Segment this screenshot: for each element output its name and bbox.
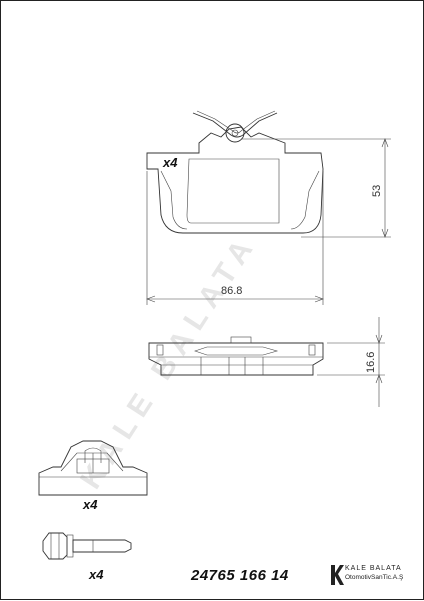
width-dimension: 86.8	[146, 171, 324, 305]
clip-outline	[38, 440, 148, 496]
friction-material	[186, 158, 280, 224]
side-view-tab-right	[308, 344, 316, 356]
thickness-dimension: 16.6	[317, 317, 385, 407]
spring-clip	[192, 112, 278, 138]
watermark-text: KALE BALATA	[74, 228, 263, 495]
anti-rattle-clip: x4	[38, 440, 148, 512]
bolt-shank	[72, 539, 132, 553]
pad-edge-left	[160, 170, 188, 230]
part-number: 24765 166 14	[191, 567, 289, 584]
center-pin	[225, 123, 245, 143]
pad-edge-right	[290, 170, 320, 230]
thickness-dimension-label: 16.6	[365, 352, 377, 373]
bolt-head	[42, 532, 68, 560]
height-dimension: 53	[241, 138, 391, 238]
bolt-flange	[66, 534, 74, 558]
side-view-pin	[230, 336, 252, 344]
height-dimension-label: 53	[371, 185, 383, 197]
brand-name: KALE BALATA	[345, 565, 402, 572]
brand-block: KALE BALATA OtomotivSanTic.A.Ş	[331, 565, 421, 587]
clip-quantity-label: x4	[82, 497, 98, 512]
width-dimension-label: 86.8	[221, 285, 242, 297]
side-view-clip	[194, 346, 279, 356]
spring-clip-inner	[196, 110, 276, 134]
backing-plate-outline	[146, 126, 324, 234]
bolt: x4	[42, 532, 132, 582]
side-profile-outline	[148, 342, 324, 376]
brand-subtitle: OtomotivSanTic.A.Ş	[345, 574, 404, 581]
brand-logo-icon	[331, 565, 344, 585]
pad-quantity-label: x4	[162, 155, 178, 170]
side-view-tab-left	[156, 344, 164, 356]
pad-side-view	[148, 336, 324, 376]
center-pin-hole	[231, 129, 239, 137]
bolt-quantity-label: x4	[88, 567, 104, 582]
pad-front-view: x4	[146, 110, 324, 234]
